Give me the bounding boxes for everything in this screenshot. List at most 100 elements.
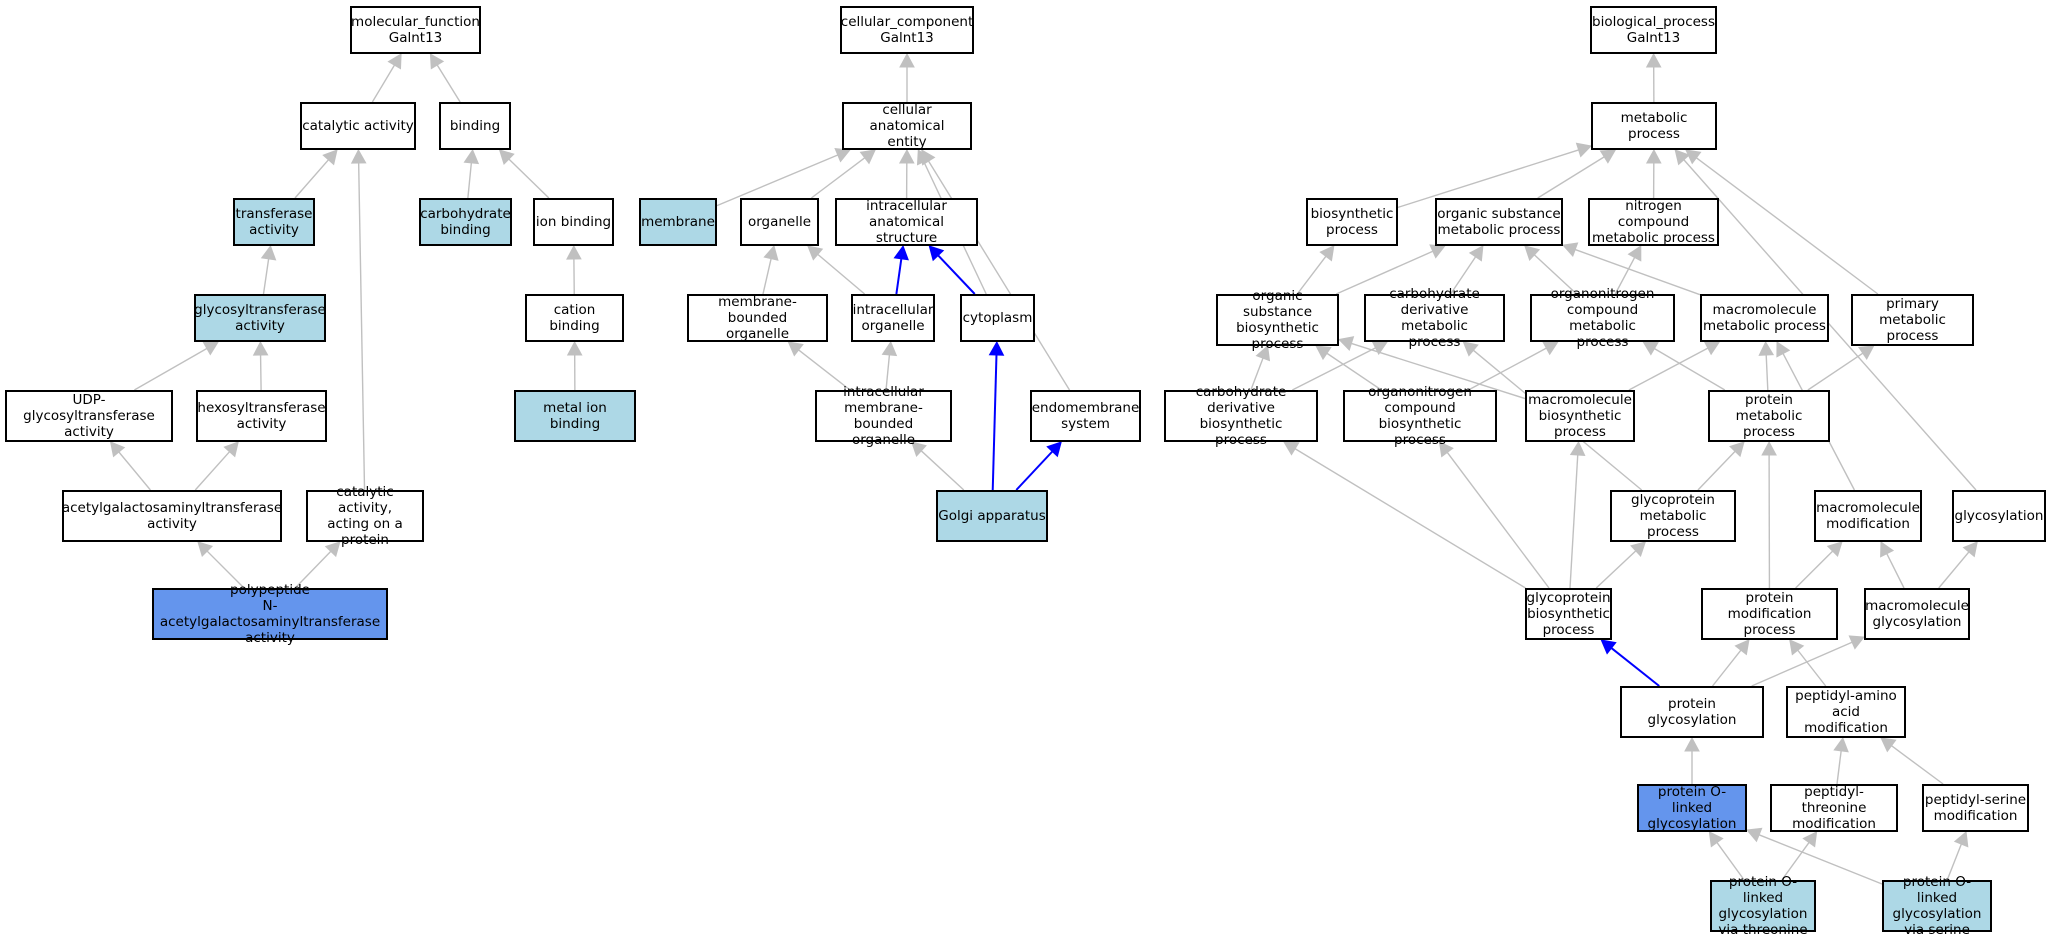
node-pmp[interactable]: primary metabolic process: [1851, 294, 1974, 346]
node-mf[interactable]: molecular_function Galnt13: [350, 6, 481, 54]
arrowhead-mbo-to-organelle: [764, 246, 778, 260]
edge-acetylgal-to-hexosyl: [195, 452, 229, 490]
arrowhead-organelle-to-cae: [861, 150, 876, 163]
arrowhead-polser-to-polink: [1747, 828, 1762, 841]
edge-udp-to-glycotrans: [134, 348, 206, 390]
edge-mbo-to-organelle: [763, 259, 771, 294]
node-protglyc[interactable]: protein glycosylation: [1620, 686, 1764, 738]
arrowhead-macroglyc-to-glycosylation: [1964, 542, 1978, 557]
arrowhead-biosynthetic-to-metabolic: [1577, 143, 1592, 156]
node-cdbp[interactable]: carbohydrate derivative biosynthetic pro…: [1164, 390, 1318, 442]
arrowhead-imbo-to-mbo: [788, 342, 803, 356]
arrowhead-osbp-to-biosynthetic: [1320, 246, 1334, 261]
edge-pmp-to-metabolic: [1696, 158, 1877, 294]
edge-mbp-to-mmp: [1629, 348, 1708, 390]
node-bp[interactable]: biological_process Galnt13: [1590, 6, 1717, 54]
edge-protglyc-to-gpbp: [1611, 648, 1659, 686]
node-ptm[interactable]: peptidyl-threonine modification: [1770, 784, 1898, 832]
edge-endomem-to-cae: [929, 161, 1070, 390]
arrowhead-psm-to-pam: [1881, 738, 1896, 751]
node-polser[interactable]: protein O-linked glycosylation via serin…: [1882, 880, 1992, 932]
node-glycosylation[interactable]: glycosylation: [1952, 490, 2046, 542]
node-ncmp[interactable]: nitrogen compound metabolic process: [1588, 198, 1719, 246]
edge-ptm-to-pam: [1837, 751, 1841, 784]
arrowhead-polthr-to-ptm: [1803, 832, 1816, 847]
arrowhead-pam-to-pmodp: [1790, 640, 1804, 655]
node-osmp[interactable]: organic substance metabolic process: [1435, 198, 1563, 246]
edge-protglyc-to-macroglyc: [1752, 642, 1852, 686]
edge-gpmp-to-protmp: [1698, 451, 1735, 490]
arrowhead-pmp-to-metabolic: [1686, 150, 1701, 163]
node-macroglyc[interactable]: macromolecule glycosylation: [1864, 588, 1970, 640]
node-mmp[interactable]: macromolecule metabolic process: [1700, 294, 1829, 342]
node-catalytic[interactable]: catalytic activity: [300, 102, 416, 150]
node-biosynthetic[interactable]: biosynthetic process: [1306, 198, 1398, 246]
arrowhead-carbbinding-to-binding: [464, 150, 478, 164]
edge-osmp-to-metabolic: [1538, 157, 1604, 198]
edge-gpbp-to-mbp: [1570, 455, 1578, 588]
node-polypeptide[interactable]: polypeptide N-acetylgalactosaminyltransf…: [152, 588, 388, 640]
edge-acetylgal-to-udp: [119, 452, 151, 490]
node-carbbinding[interactable]: carbohydrate binding: [419, 198, 512, 246]
edge-macroglyc-to-glycosylation: [1939, 552, 1969, 588]
node-cdmp[interactable]: carbohydrate derivative metabolic proces…: [1364, 294, 1505, 342]
node-acetylgal[interactable]: acetylgalactosaminyltransferase activity: [62, 490, 282, 542]
node-metalion[interactable]: metal ion binding: [514, 390, 636, 442]
arrowhead-golgi-to-cytoplasm: [990, 342, 1004, 355]
node-psm[interactable]: peptidyl-serine modification: [1922, 784, 2029, 832]
node-cae[interactable]: cellular anatomical entity: [842, 102, 972, 150]
node-membrane[interactable]: membrane: [639, 198, 717, 246]
arrowhead-pmodp-to-protmp: [1762, 442, 1776, 455]
node-ias[interactable]: intracellular anatomical structure: [835, 198, 978, 246]
node-imbo[interactable]: intracellular membrane-bounded organelle: [815, 390, 952, 442]
arrowhead-cae-to-cc: [900, 54, 914, 67]
node-pam[interactable]: peptidyl-amino acid modification: [1786, 686, 1906, 738]
node-macromod[interactable]: macromolecule modification: [1814, 490, 1922, 542]
node-polink[interactable]: protein O-linked glycosylation: [1637, 784, 1747, 832]
edge-organelle-to-cae: [811, 158, 864, 198]
node-osbp[interactable]: organic substance biosynthetic process: [1216, 294, 1339, 346]
node-protmp[interactable]: protein metabolic process: [1708, 390, 1830, 442]
arrowhead-transferase-to-catalytic: [323, 150, 337, 164]
edge-cytoplasm-to-ias: [938, 255, 975, 294]
arrowhead-protmp-to-pmp: [1859, 346, 1874, 359]
node-gpbp[interactable]: glycoprotein biosynthetic process: [1525, 588, 1612, 640]
arrowhead-protglyc-to-gpbp: [1601, 640, 1616, 654]
node-binding[interactable]: binding: [439, 102, 511, 150]
node-polthr[interactable]: protein O-linked glycosylation via threo…: [1710, 880, 1816, 932]
edge-protmp-to-pmp: [1808, 353, 1863, 390]
node-endomem[interactable]: endomembrane system: [1030, 390, 1141, 442]
node-cytoplasm[interactable]: cytoplasm: [960, 294, 1035, 342]
edge-protglyc-to-pmodp: [1713, 650, 1741, 686]
node-glycotrans[interactable]: glycosyltransferase activity: [194, 294, 326, 342]
arrowhead-gpbp-to-mbp: [1571, 442, 1585, 455]
node-metabolic[interactable]: metabolic process: [1591, 102, 1717, 150]
node-organelle[interactable]: organelle: [740, 198, 819, 246]
edge-ionbinding-to-binding: [509, 159, 549, 198]
node-udp[interactable]: UDP-glycosyltransferase activity: [5, 390, 173, 442]
node-gpmp[interactable]: glycoprotein metabolic process: [1610, 490, 1736, 542]
node-golgi[interactable]: Golgi apparatus: [936, 490, 1048, 542]
arrowhead-polser-to-psm: [1955, 832, 1968, 847]
node-oncbp[interactable]: organonitrogen compound biosynthetic pro…: [1343, 390, 1497, 442]
arrowhead-hexosyl-to-glycotrans: [254, 342, 268, 355]
node-io[interactable]: intracellular organelle: [851, 294, 935, 342]
node-oncmp[interactable]: organonitrogen compound metabolic proces…: [1530, 294, 1675, 342]
edge-golgi-to-imbo: [921, 451, 964, 490]
node-transferase[interactable]: transferase activity: [233, 198, 315, 246]
node-cation[interactable]: cation binding: [525, 294, 624, 342]
node-hexosyl[interactable]: hexosyltransferase activity: [196, 390, 327, 442]
edge-macroglyc-to-macromod: [1887, 554, 1904, 588]
node-mbo[interactable]: membrane-bounded organelle: [687, 294, 828, 342]
edge-psm-to-pam: [1892, 746, 1944, 784]
arrowhead-membrane-to-cae: [835, 149, 850, 162]
edge-gpbp-to-oncbp: [1447, 452, 1549, 588]
arrowhead-io-to-ias: [894, 246, 908, 260]
node-cc[interactable]: cellular_component Galnt13: [840, 6, 974, 54]
node-pmodp[interactable]: protein modification process: [1701, 588, 1838, 640]
node-ionbinding[interactable]: ion binding: [533, 198, 614, 246]
node-mbp[interactable]: macromolecule biosynthetic process: [1525, 390, 1635, 442]
arrowhead-cdmp-to-osmp: [1470, 246, 1483, 261]
node-catprotein[interactable]: catalytic activity, acting on a protein: [306, 490, 424, 542]
arrowhead-metalion-to-cation: [568, 342, 582, 355]
